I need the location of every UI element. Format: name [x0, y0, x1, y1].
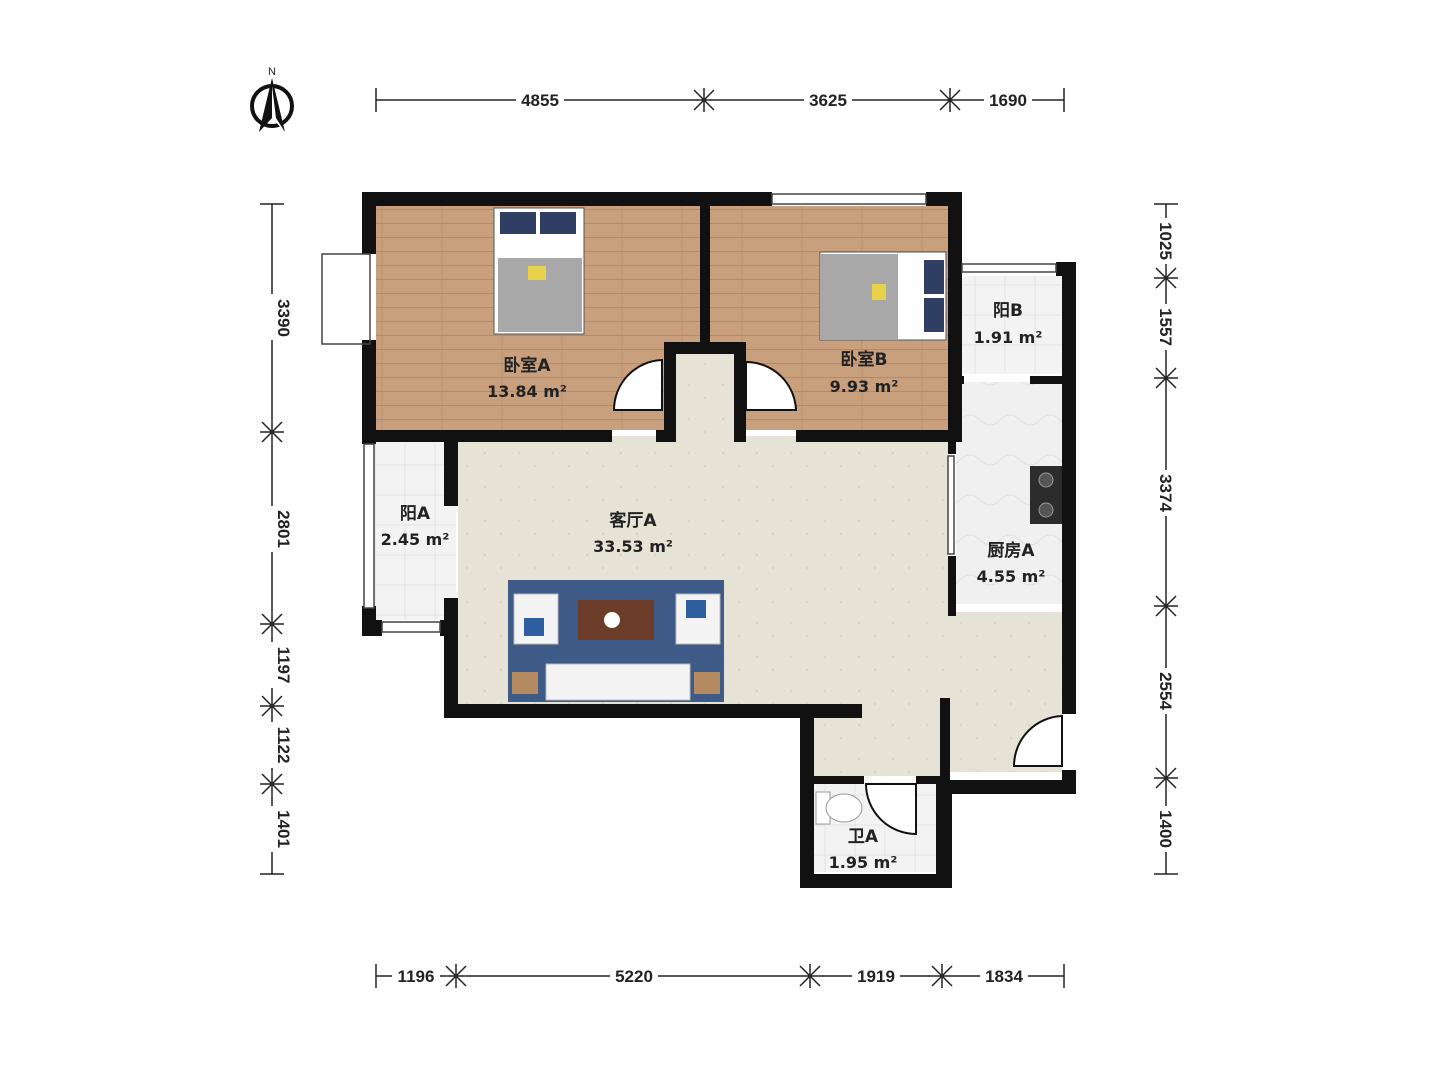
entry-door: [1012, 714, 1063, 767]
bedroom-a-name: 卧室A: [503, 355, 551, 376]
dim-right-4: 2554: [1156, 672, 1175, 710]
dim-tick: [799, 964, 821, 988]
dim-bottom-2: 5220: [615, 967, 653, 986]
dim-tick: [931, 964, 953, 988]
room-labels: 卧室A 13.84 m² 卧室B 9.93 m² 阳B 1.91 m² 阳A 2…: [381, 301, 1046, 872]
dim-left-5: 1401: [274, 810, 293, 848]
dim-tick: [260, 421, 284, 443]
dim-bottom-3: 1919: [857, 967, 895, 986]
dim-left-3: 1197: [274, 647, 293, 684]
dim-right-3: 3374: [1156, 474, 1175, 512]
dim-tick: [260, 695, 284, 717]
dim-top-1: 4855: [521, 91, 559, 110]
dim-tick: [693, 88, 715, 112]
living-a-area: 33.53 m²: [593, 537, 673, 556]
dim-bottom-4: 1834: [985, 967, 1023, 986]
balcony-b-window: [961, 263, 1057, 273]
bath-door: [864, 783, 917, 836]
compass-icon: N: [250, 66, 294, 132]
dim-left-1: 3390: [274, 299, 293, 337]
bath-a-area: 1.95 m²: [829, 853, 898, 872]
dim-left-2: 2801: [274, 510, 293, 548]
dim-top: [375, 88, 1065, 112]
dim-tick: [939, 88, 961, 112]
dim-left-4: 1122: [274, 727, 293, 764]
dim-bottom: [375, 964, 1065, 988]
bedroom-b-name: 卧室B: [841, 349, 888, 370]
dim-tick: [1154, 367, 1178, 389]
windows: [321, 193, 1057, 633]
dim-bottom-1: 1196: [398, 967, 435, 986]
kitchen-a-name: 厨房A: [987, 540, 1035, 561]
kitchen-window: [947, 455, 955, 555]
dim-right-2: 1557: [1156, 308, 1175, 346]
dim-tick: [260, 773, 284, 795]
balcony-b-area: 1.91 m²: [974, 328, 1043, 347]
bedroom-a-area: 13.84 m²: [487, 382, 567, 401]
living-rug-set: [508, 580, 724, 702]
bedroom-b-door: [745, 360, 798, 411]
bedroom-b-window: [771, 193, 927, 205]
bed-b-icon: [819, 251, 947, 341]
dim-tick: [1154, 595, 1178, 617]
balcony-a-name: 阳A: [400, 504, 431, 524]
kitchen-a-area: 4.55 m²: [977, 567, 1046, 586]
living-a-name: 客厅A: [608, 510, 657, 531]
dim-tick: [1154, 267, 1178, 289]
walls: [362, 192, 1076, 888]
dim-top-2: 3625: [809, 91, 847, 110]
dim-left-labels: 3390 2801 1197 1122 1401: [262, 294, 293, 852]
balcony-a-window: [363, 443, 375, 609]
toilet-icon: [815, 791, 863, 825]
dim-top-labels: 4855 3625 1690: [516, 90, 1032, 110]
bedroom-a-bay-window: [321, 253, 371, 345]
dim-top-3: 1690: [989, 91, 1027, 110]
balcony-b-name: 阳B: [993, 301, 1023, 321]
bed-a-icon: [493, 207, 585, 335]
balcony-a-floor: [374, 442, 456, 620]
bedroom-b-area: 9.93 m²: [830, 377, 899, 396]
bedroom-a-door: [612, 358, 663, 411]
balcony-a-area: 2.45 m²: [381, 530, 450, 549]
corridor-floor: [666, 352, 744, 442]
balcony-b-floor: [956, 276, 1062, 374]
dim-tick: [445, 964, 467, 988]
bath-a-name: 卫A: [848, 827, 879, 847]
doors: [612, 358, 1063, 836]
dim-tick: [1154, 767, 1178, 789]
balcony-a-bottom-window: [381, 621, 441, 633]
dim-right-1: 1025: [1156, 222, 1175, 260]
dim-right-5: 1400: [1156, 810, 1175, 848]
dim-bottom-labels: 1196 5220 1919 1834: [392, 966, 1028, 986]
compass-label: N: [268, 66, 276, 78]
dim-right-labels: 1025 1557 3374 2554 1400: [1156, 218, 1176, 852]
dim-tick: [260, 613, 284, 635]
stove-icon: [1030, 466, 1062, 524]
